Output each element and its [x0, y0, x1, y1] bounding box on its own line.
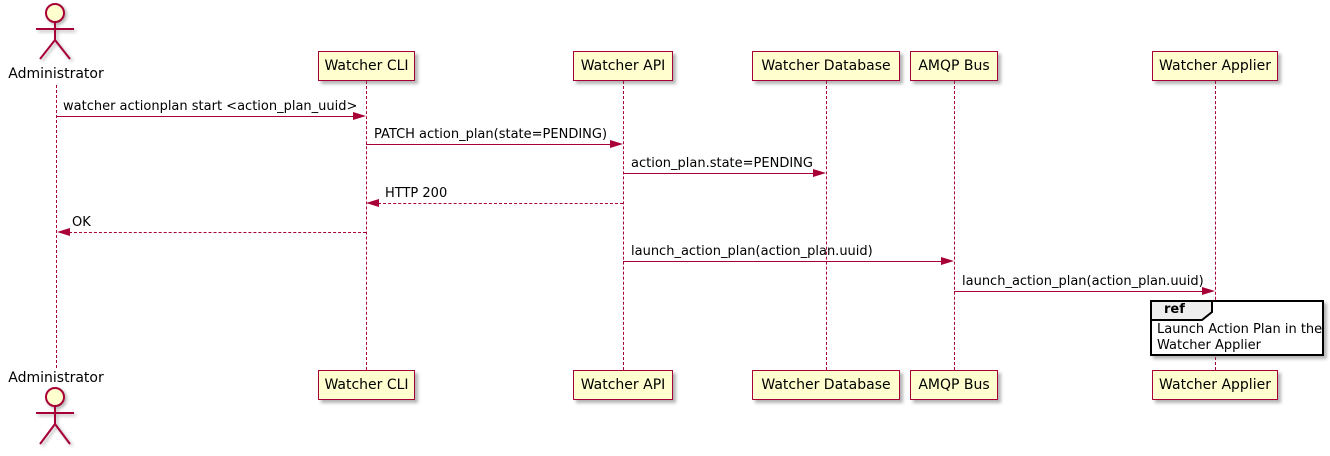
lifeline-administrator [56, 85, 57, 368]
message-label: launch_action_plan(action_plan.uuid) [631, 244, 873, 259]
lifeline-watcher-api [623, 81, 624, 370]
participant-watcher-database-bottom: Watcher Database [752, 370, 900, 400]
message-line [378, 203, 623, 204]
participant-amqp-bus-top: AMQP Bus [910, 51, 998, 81]
participant-label: Watcher CLI [324, 58, 409, 74]
message-line [69, 232, 366, 233]
arrowhead-right-icon [353, 112, 366, 120]
participant-label: Watcher API [580, 58, 666, 74]
message-label: watcher actionplan start <action_plan_uu… [63, 99, 358, 114]
message-line [623, 173, 815, 174]
participant-amqp-bus-bottom: AMQP Bus [910, 370, 998, 400]
participant-watcher-api-bottom: Watcher API [573, 370, 673, 400]
participant-watcher-api-top: Watcher API [573, 51, 673, 81]
ref-text-line1: Launch Action Plan in the [1157, 322, 1323, 337]
ref-tab-shape [1150, 300, 1213, 321]
participant-label: Watcher API [580, 377, 666, 393]
participant-label: Watcher CLI [324, 377, 409, 393]
participant-label: Watcher Applier [1159, 58, 1271, 74]
ref-fragment: ref Launch Action Plan in the Watcher Ap… [1150, 300, 1324, 356]
message-line [366, 144, 612, 145]
arrowhead-left-icon [366, 199, 379, 207]
message-label: PATCH action_plan(state=PENDING) [374, 127, 608, 142]
participant-watcher-database-top: Watcher Database [752, 51, 900, 81]
participant-watcher-applier-top: Watcher Applier [1152, 51, 1278, 81]
arrowhead-right-icon [1202, 287, 1215, 295]
message-line [623, 261, 943, 262]
lifeline-watcher-database [826, 81, 827, 370]
arrowhead-right-icon [610, 140, 623, 148]
participant-label: AMQP Bus [918, 58, 990, 74]
participant-label: Watcher Database [761, 377, 891, 393]
participant-label: Watcher Applier [1159, 377, 1271, 393]
message-label: launch_action_plan(action_plan.uuid) [962, 274, 1204, 289]
arrowhead-right-icon [813, 169, 826, 177]
participant-watcher-cli-bottom: Watcher CLI [318, 370, 415, 400]
ref-keyword: ref [1164, 302, 1185, 317]
participant-watcher-applier-bottom: Watcher Applier [1152, 370, 1278, 400]
participant-label: AMQP Bus [918, 377, 990, 393]
message-line [954, 291, 1204, 292]
ref-text-line2: Watcher Applier [1157, 338, 1261, 353]
actor-label-top: Administrator [8, 66, 104, 82]
arrowhead-right-icon [941, 257, 954, 265]
actor-icon [36, 387, 74, 445]
participant-label: Watcher Database [761, 58, 891, 74]
lifeline-watcher-applier [1215, 81, 1216, 370]
message-label: HTTP 200 [385, 186, 448, 201]
actor-label-bottom: Administrator [8, 370, 104, 386]
lifeline-amqp-bus [954, 81, 955, 370]
message-label: action_plan.state=PENDING [631, 156, 813, 171]
participant-watcher-cli-top: Watcher CLI [318, 51, 415, 81]
actor-icon [36, 3, 74, 60]
message-label: OK [72, 215, 91, 230]
lifeline-watcher-cli [366, 81, 367, 370]
arrowhead-left-icon [57, 228, 70, 236]
message-line [57, 116, 355, 117]
